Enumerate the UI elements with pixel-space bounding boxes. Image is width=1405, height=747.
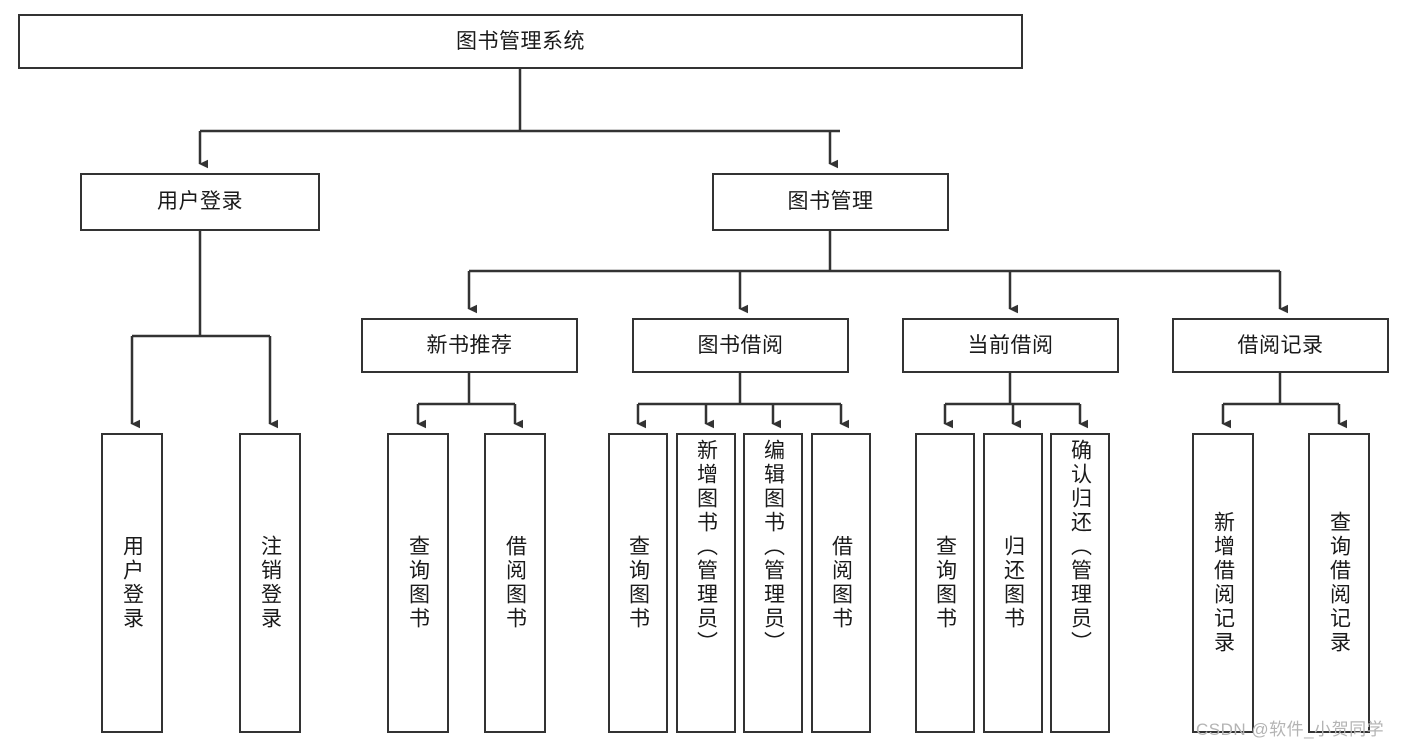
- node-leaf-query-book-2-label: 查询图书: [626, 535, 650, 631]
- node-leaf-add-borrow-record[interactable]: 新增借阅记录: [1192, 433, 1254, 733]
- node-leaf-query-borrow-record-label: 查询借阅记录: [1327, 511, 1351, 655]
- node-leaf-borrow-book-1[interactable]: 借阅图书: [484, 433, 546, 733]
- node-leaf-query-book-1[interactable]: 查询图书: [387, 433, 449, 733]
- connector-borrow-record-to-leaves: [1221, 373, 1347, 429]
- connector-book-borrow-to-leaves: [636, 373, 849, 429]
- node-leaf-query-book-3-label: 查询图书: [933, 535, 957, 631]
- node-leaf-user-login-label: 用户登录: [120, 535, 144, 631]
- node-leaf-query-book-2[interactable]: 查询图书: [608, 433, 668, 733]
- node-book-manage-label: 图书管理: [787, 190, 874, 214]
- node-book-borrow-label: 图书借阅: [697, 333, 784, 357]
- node-borrow-record[interactable]: 借阅记录: [1172, 318, 1389, 373]
- node-leaf-borrow-book-1-label: 借阅图书: [503, 535, 527, 631]
- node-book-borrow[interactable]: 图书借阅: [632, 318, 849, 373]
- node-leaf-borrow-book-2[interactable]: 借阅图书: [811, 433, 871, 733]
- node-borrow-record-label: 借阅记录: [1237, 333, 1324, 357]
- connector-user-login-to-leaves: [130, 231, 278, 429]
- node-leaf-user-login[interactable]: 用户登录: [101, 433, 163, 733]
- node-leaf-query-book-1-label: 查询图书: [406, 535, 430, 631]
- node-leaf-edit-book[interactable]: 编辑图书（管理员）: [743, 433, 803, 733]
- node-leaf-add-book-label: 新增图书（管理员）: [694, 439, 718, 655]
- node-leaf-logout-label: 注销登录: [258, 535, 282, 631]
- connector-current-borrow-to-leaves: [943, 373, 1088, 429]
- node-user-login[interactable]: 用户登录: [80, 173, 320, 231]
- node-user-login-label: 用户登录: [157, 190, 243, 214]
- node-book-manage[interactable]: 图书管理: [712, 173, 949, 231]
- node-new-book-recommend-label: 新书推荐: [426, 333, 513, 357]
- node-leaf-confirm-return-label: 确认归还（管理员）: [1068, 439, 1092, 655]
- connector-new-book-rec-to-leaves: [416, 373, 523, 429]
- node-leaf-confirm-return[interactable]: 确认归还（管理员）: [1050, 433, 1110, 733]
- node-leaf-edit-book-label: 编辑图书（管理员）: [761, 439, 785, 655]
- node-leaf-logout[interactable]: 注销登录: [239, 433, 301, 733]
- node-leaf-add-book[interactable]: 新增图书（管理员）: [676, 433, 736, 733]
- node-leaf-query-book-3[interactable]: 查询图书: [915, 433, 975, 733]
- node-leaf-borrow-book-2-label: 借阅图书: [829, 535, 853, 631]
- node-leaf-return-book[interactable]: 归还图书: [983, 433, 1043, 733]
- node-current-borrow-label: 当前借阅: [967, 333, 1054, 357]
- node-root-label: 图书管理系统: [456, 29, 585, 53]
- node-current-borrow[interactable]: 当前借阅: [902, 318, 1119, 373]
- node-new-book-recommend[interactable]: 新书推荐: [361, 318, 578, 373]
- node-leaf-add-borrow-record-label: 新增借阅记录: [1211, 511, 1235, 655]
- connector-book-manage-to-level3: [467, 231, 1288, 314]
- node-root[interactable]: 图书管理系统: [18, 14, 1023, 69]
- connector-root-to-level2: [198, 69, 840, 169]
- node-leaf-return-book-label: 归还图书: [1001, 535, 1025, 631]
- node-leaf-query-borrow-record[interactable]: 查询借阅记录: [1308, 433, 1370, 733]
